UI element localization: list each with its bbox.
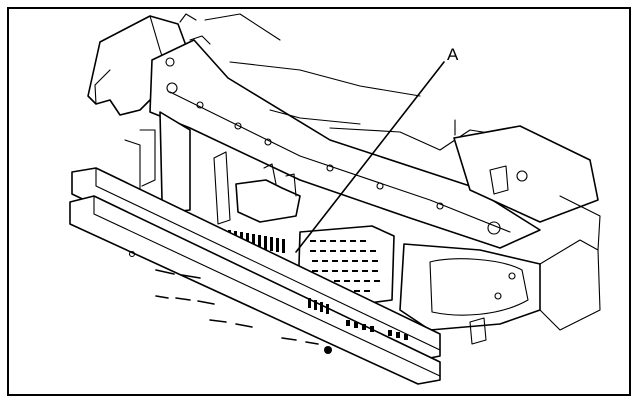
lower-slot-details [155, 269, 487, 345]
callout-label-a: A [447, 45, 459, 64]
radiator-support-upright [124, 111, 231, 225]
center-bracket [235, 163, 301, 223]
front-impact-bar [69, 167, 441, 385]
right-headlamp-opening [399, 239, 601, 331]
engine-bay-lines [204, 13, 601, 251]
callout-leader-line [295, 61, 445, 253]
